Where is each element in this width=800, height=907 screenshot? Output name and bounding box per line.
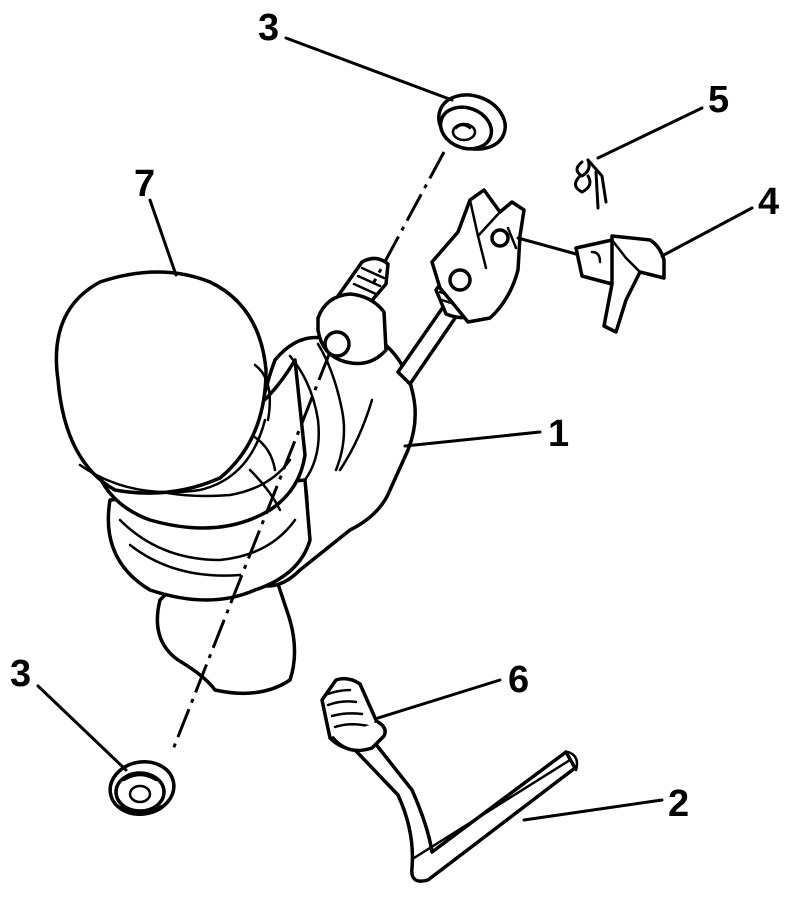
retaining-clip-part-5 (574, 158, 608, 210)
grommet-top-part-3 (437, 93, 507, 151)
callout-2: 2 (668, 783, 689, 825)
grommet-bottom-part-3 (108, 760, 176, 816)
callout-1: 1 (548, 413, 569, 455)
centerline-bottom (170, 351, 332, 753)
centerline-top (372, 151, 446, 283)
callout-3-bottom: 3 (10, 653, 31, 695)
leader-lines (36, 36, 754, 822)
clevis-bracket-part-4 (430, 188, 666, 334)
callout-6: 6 (508, 659, 529, 701)
callout-5: 5 (708, 79, 729, 121)
line-fitting-part-6 (320, 676, 387, 753)
callout-3-top: 3 (258, 7, 279, 49)
callout-4: 4 (758, 181, 779, 223)
reservoir-part-7 (54, 270, 312, 602)
callout-7: 7 (134, 163, 155, 205)
